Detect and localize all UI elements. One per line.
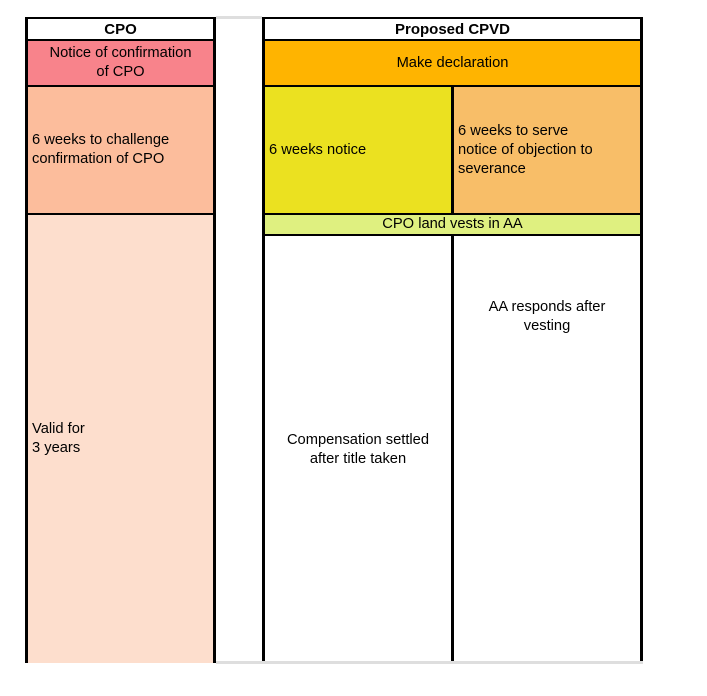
cpvd-make-declaration-cell: Make declaration: [265, 41, 640, 87]
cell-divider: [451, 87, 454, 213]
cpvd-post-vesting-row: Compensation settled after title taken A…: [265, 236, 640, 663]
cpvd-column: Proposed CPVD Make declaration 6 weeks n…: [262, 17, 643, 663]
cpo-valid-three-years-cell: Valid for 3 years: [28, 215, 213, 663]
cpvd-column-header: Proposed CPVD: [265, 19, 640, 41]
cpo-column-header: CPO: [28, 19, 213, 41]
cpvd-objection-to-severance-cell: 6 weeks to serve notice of objection to …: [454, 87, 640, 213]
cpo-six-weeks-challenge-cell: 6 weeks to challenge confirmation of CPO: [28, 87, 213, 215]
cpvd-aa-responds-cell: AA responds after vesting: [488, 299, 606, 334]
cell-divider: [451, 236, 454, 663]
cpvd-six-weeks-notice-cell: 6 weeks notice: [265, 87, 451, 213]
gridline-bottom-segment: [216, 661, 643, 664]
cpo-column: CPO Notice of confirmation of CPO 6 week…: [25, 17, 216, 663]
cpo-notice-of-confirmation-cell: Notice of confirmation of CPO: [28, 41, 213, 87]
cpvd-land-vests-cell: CPO land vests in AA: [265, 215, 640, 236]
cpvd-compensation-settled-cell: Compensation settled after title taken: [286, 431, 430, 467]
cpvd-notice-objection-row: 6 weeks notice 6 weeks to serve notice o…: [265, 87, 640, 215]
gridline-top-segment: [216, 16, 262, 19]
